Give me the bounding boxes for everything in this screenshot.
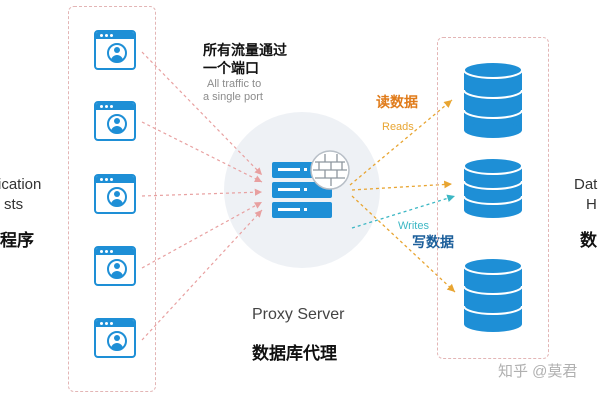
database-cylinder-icon bbox=[463, 257, 523, 332]
db-hosts-label-en-line2: H bbox=[586, 196, 597, 213]
traffic-arrow bbox=[141, 201, 263, 269]
app-window-user-icon bbox=[94, 174, 136, 214]
app-hosts-label-en-line2: sts bbox=[4, 196, 24, 213]
app-hosts-label-en-line1: ication bbox=[0, 176, 42, 193]
reads-label-cn: 读数据 bbox=[376, 94, 418, 110]
database-hosts-group bbox=[437, 37, 549, 359]
database-cylinder-icon bbox=[463, 157, 523, 218]
brick-firewall-icon bbox=[310, 150, 350, 190]
app-hosts-group bbox=[68, 6, 156, 392]
server-rack-icon bbox=[272, 162, 332, 218]
reads-label-en: Reads bbox=[382, 121, 414, 133]
app-window-user-icon bbox=[94, 30, 136, 70]
proxy-name-cn: 数据库代理 bbox=[252, 344, 337, 363]
app-window-user-icon bbox=[94, 101, 136, 141]
app-window-user-icon bbox=[94, 246, 136, 286]
writes-label-cn: 写数据 bbox=[412, 234, 454, 250]
traffic-arrow bbox=[141, 209, 263, 341]
proxy-name-en: Proxy Server bbox=[252, 306, 345, 323]
watermark: 知乎 @莫君 bbox=[498, 363, 578, 380]
reads-arrow bbox=[349, 99, 453, 186]
traffic-note-cn-line2: 一个端口 bbox=[203, 60, 259, 76]
app-window-user-icon bbox=[94, 318, 136, 358]
db-hosts-label-en-line1: Dat bbox=[574, 176, 598, 193]
writes-label-en: Writes bbox=[398, 220, 429, 232]
database-cylinder-icon bbox=[463, 61, 523, 138]
app-hosts-label-cn: 程序 bbox=[0, 231, 34, 250]
reads-arrow bbox=[351, 180, 453, 191]
traffic-arrow bbox=[141, 188, 263, 197]
traffic-note-en-line2: a single port bbox=[203, 91, 263, 103]
traffic-note-en-line1: All traffic to bbox=[207, 78, 262, 90]
db-hosts-label-cn: 数 bbox=[580, 231, 597, 250]
traffic-arrow bbox=[141, 51, 263, 176]
traffic-arrow bbox=[141, 121, 263, 183]
traffic-note-cn-line1: 所有流量通过 bbox=[203, 42, 287, 58]
